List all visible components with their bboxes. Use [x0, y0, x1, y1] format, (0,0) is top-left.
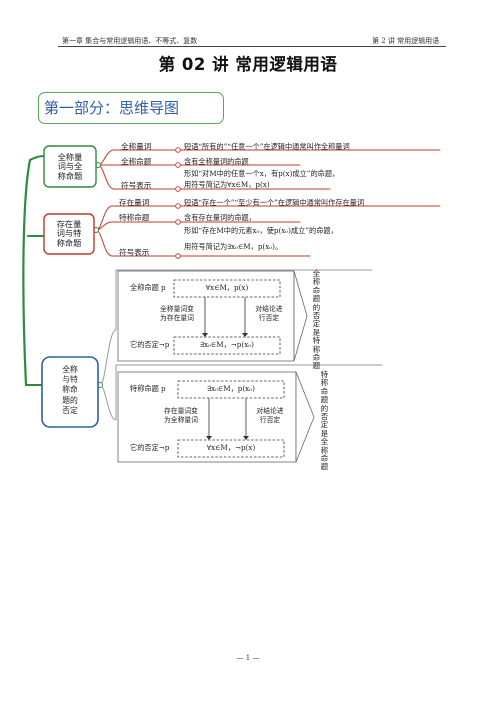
box2-right-note: 对结论进 行否定	[249, 407, 291, 425]
branch1-text-symbol-line2: 用符号简记为∀x∈M，p(x)	[184, 180, 270, 189]
box1-negation-label: 它的否定¬p	[130, 340, 170, 349]
branch1-label-universal-quantifier: 全称量词	[121, 142, 152, 151]
branch2-label-symbol: 符号表示	[119, 248, 150, 257]
box2-bottom-formula: ∀x∈M，¬p(x)	[206, 443, 256, 452]
section-heading-box	[38, 92, 224, 124]
branch1-text-symbol-line1: 形如“对M中的任意一个x，有p(x)成立”的命题，	[184, 169, 340, 178]
box1-right-note-line: 对结论进	[255, 305, 283, 313]
branch2-root-line: 存在量	[56, 219, 82, 229]
header-lesson: 第 2 讲 常用逻辑用语	[372, 37, 440, 45]
box2-top-formula: ∃x₀∈M，p(x₀)	[207, 384, 255, 393]
header-divider	[58, 46, 446, 47]
branch3-root: 全称 与特 称命 题的 否定	[42, 365, 98, 416]
box1-right-note-line: 行否定	[258, 314, 280, 322]
branch1-root-line: 词与全	[57, 161, 83, 172]
box2-left-note-line: 存在量词变	[164, 407, 198, 415]
box2-left-note: 存在量词变 为全称量词	[156, 407, 206, 425]
branch3-root-line: 称命	[62, 385, 78, 395]
box2-right-note-line: 对结论进	[256, 407, 284, 415]
branch3-root-line: 全称	[62, 365, 78, 374]
box1-right-note: 对结论进 行否定	[248, 305, 290, 323]
branch3-root-line: 题的	[62, 395, 78, 405]
box1-bottom-formula: ∃x₀∈M，¬p(x₀)	[200, 340, 254, 349]
header-chapter: 第一章 集合与常用逻辑用语、不等式、复数	[62, 37, 198, 45]
branch1-root-line: 全称量	[57, 152, 83, 162]
branch1-label-symbol: 符号表示	[121, 181, 152, 190]
branch2-label-existential-quantifier: 存在量词	[119, 198, 150, 207]
branch1-text-universal-quantifier: 短语“所有的”“任意一个”在逻辑中通常叫作全称量词	[184, 142, 350, 151]
branch2-root-line: 词与特	[56, 228, 82, 239]
branch1-root: 全称量 词与全 称命题	[44, 152, 96, 181]
branch3-root-line: 否定	[62, 405, 78, 415]
branch1-text-universal-proposition: 含有全称量词的命题	[184, 157, 249, 166]
branch2-root-line: 称命题	[56, 237, 82, 248]
box1-label: 全称命题 p	[130, 283, 166, 292]
branch1-label-universal-proposition: 全称命题	[121, 157, 152, 166]
box2-label: 特称命题 p	[130, 384, 166, 393]
box2-side-conclusion: 特称命题的否定是全称命题	[320, 370, 329, 472]
branch2-root: 存在量 词与特 称命题	[44, 219, 94, 248]
section-heading: 第一部分：思维导图	[44, 99, 180, 117]
branch2-label-particular-proposition: 特称命题	[119, 213, 150, 222]
branch2-text-particular-line1: 含有存在量词的命题，	[184, 213, 256, 222]
page-number: — 1 —	[236, 654, 260, 662]
box1-left-note-line: 全称量词变	[160, 305, 194, 313]
branch3-root-line: 与特	[62, 375, 78, 385]
box2-left-note-line: 为全称量词	[164, 416, 198, 424]
branch2-text-particular-line2: 形如“存在M中的元素x₀，使p(x₀)成立”的命题，	[184, 226, 338, 235]
box1-left-note: 全称量词变 为存在量词	[152, 305, 202, 323]
branch2-text-existential-quantifier: 短语“存在一个”“至少有一个”在逻辑中通常叫作存在量词	[184, 198, 365, 207]
box1-left-note-line: 为存在量词	[160, 314, 194, 322]
branch2-text-symbol: 用符号简记为∃x₀∈M，p(x₀)。	[184, 242, 283, 251]
box2-negation-label: 它的否定¬p	[130, 443, 170, 452]
box1-side-conclusion: 全称命题的否定是特称命题	[312, 269, 321, 371]
box2-right-note-line: 行否定	[259, 416, 281, 424]
page-title: 第 02 讲 常用逻辑用语	[158, 55, 338, 74]
branch1-root-line: 称命题	[57, 170, 83, 181]
box1-top-formula: ∀x∈M，p(x)	[205, 283, 249, 292]
